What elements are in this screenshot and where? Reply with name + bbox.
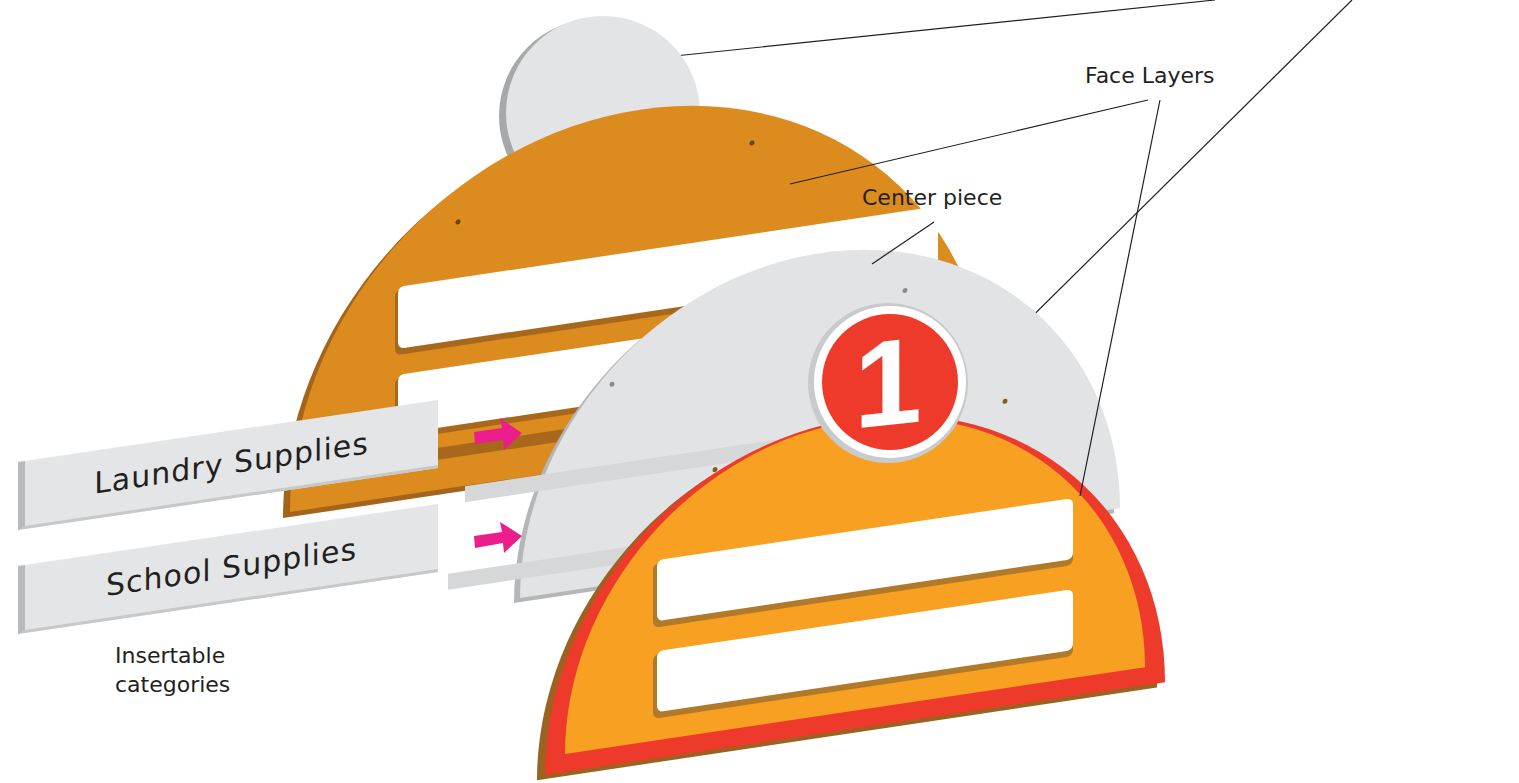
callout-number: 1	[808, 303, 968, 463]
part-label: Center piece	[862, 184, 1062, 213]
insert-arrows	[474, 418, 522, 553]
category-insert: School Supplies	[18, 504, 438, 634]
part-label: Insertable categories	[115, 642, 280, 699]
category-text: School Supplies	[106, 531, 357, 603]
callout-number-text: 1	[854, 318, 922, 447]
label-leaders	[790, 100, 1160, 496]
category-insert: Laundry Supplies	[18, 400, 438, 530]
part-label: Face Layers	[1085, 62, 1285, 91]
